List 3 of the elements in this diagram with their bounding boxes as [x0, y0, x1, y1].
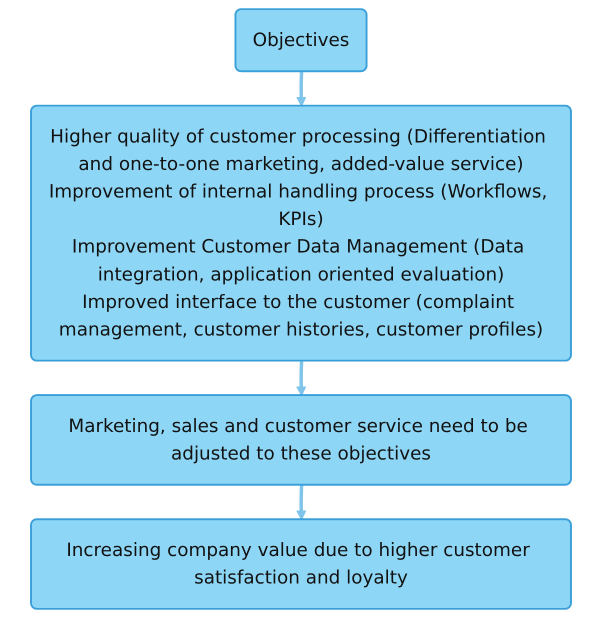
arrow [296, 361, 306, 396]
arrow [296, 72, 306, 107]
arrow [296, 485, 306, 520]
